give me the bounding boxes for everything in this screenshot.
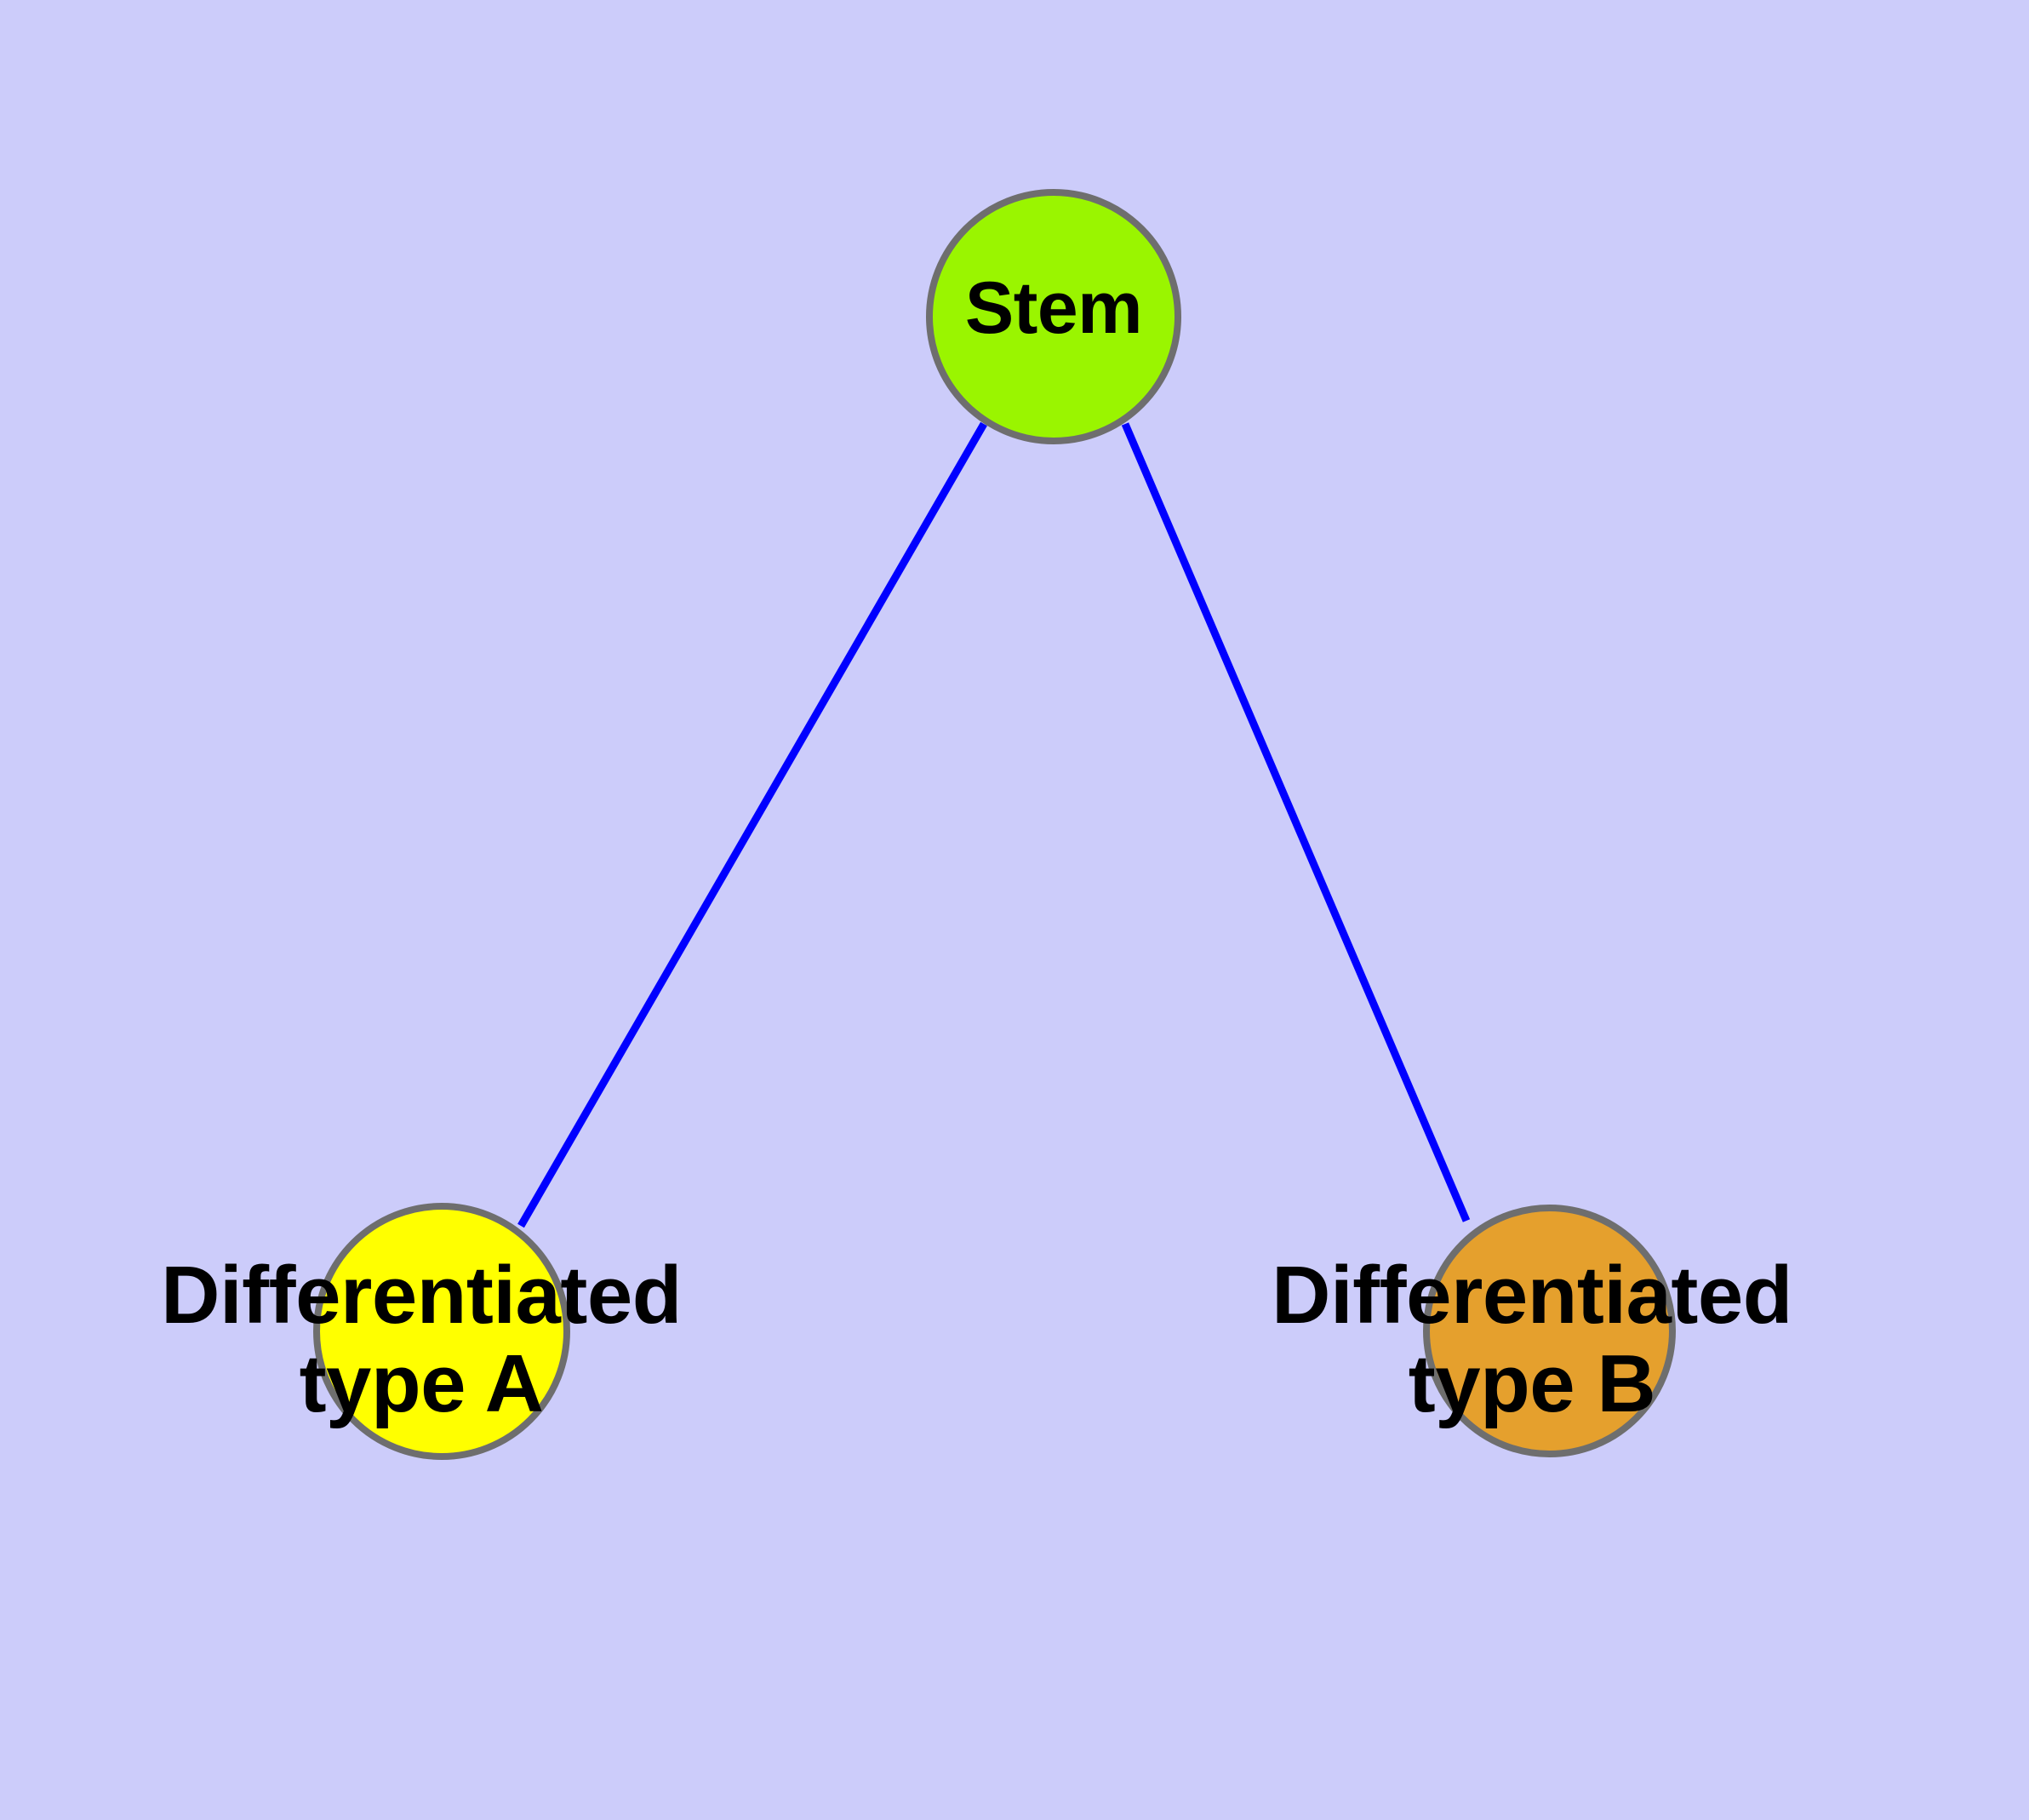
node-differentiated-type-b[interactable] — [1423, 1205, 1676, 1457]
edge-stem-to-differentiated-type-b[interactable] — [1121, 422, 1471, 1222]
node-stem[interactable] — [926, 189, 1181, 444]
edge-stem-to-differentiated-type-a[interactable] — [517, 421, 987, 1228]
node-differentiated-type-a[interactable] — [313, 1203, 570, 1460]
